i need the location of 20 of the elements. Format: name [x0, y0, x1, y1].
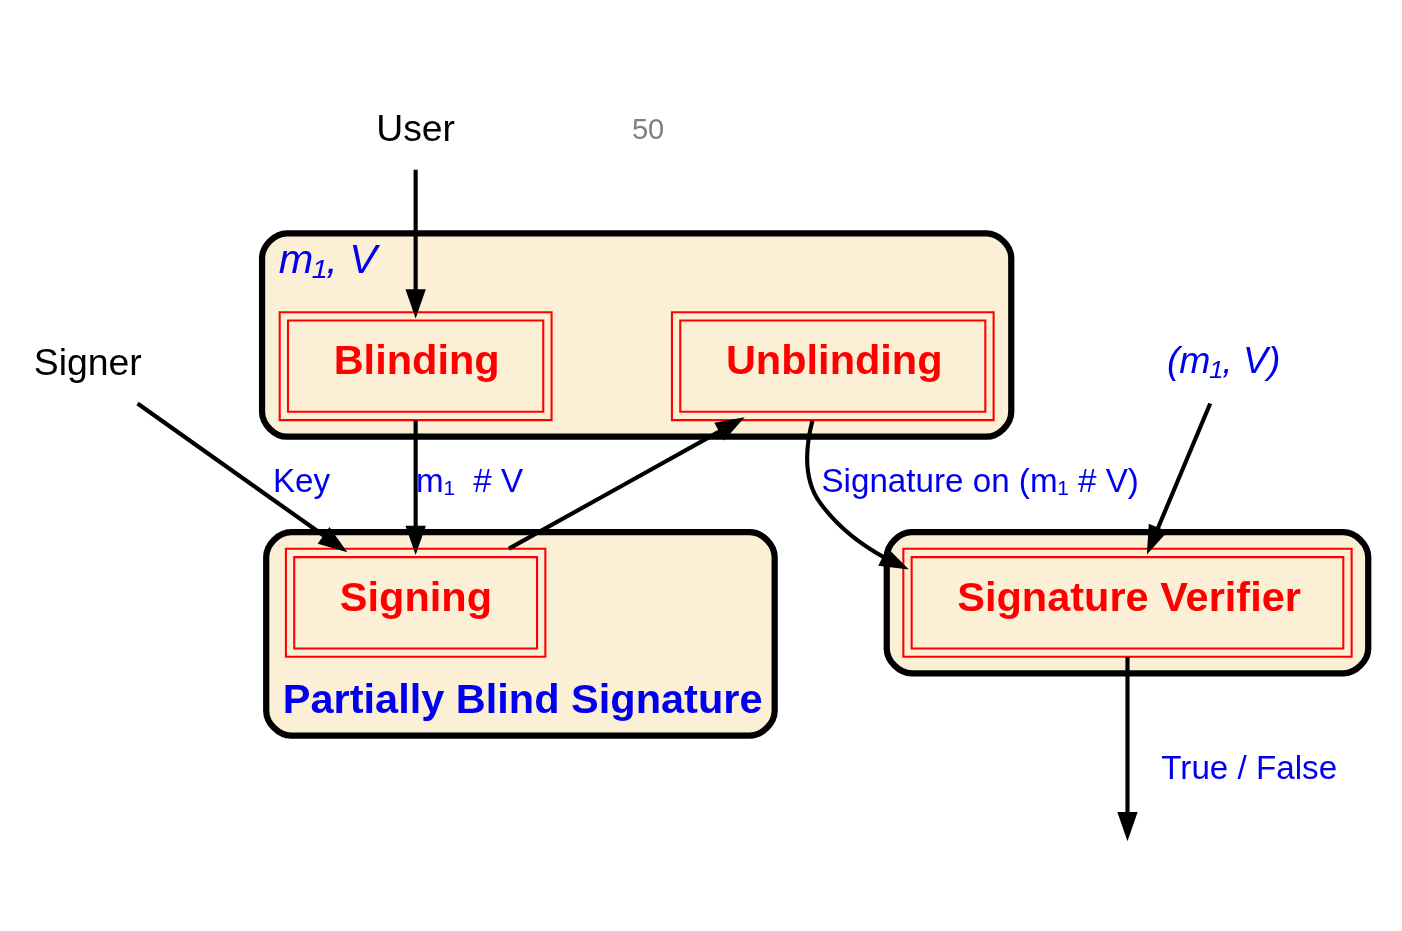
node-text: User: [376, 106, 456, 149]
cluster: [883, 529, 1372, 677]
edge-label: Key: [272, 462, 331, 500]
arrow: [805, 420, 909, 570]
edge-label: True / False: [1161, 748, 1338, 786]
node-box: Blinding: [278, 311, 553, 422]
arrow: [405, 169, 426, 319]
arrow: [405, 420, 426, 555]
node-text: (m₁, V): [1166, 339, 1281, 382]
node-box: Signing: [284, 547, 547, 658]
arrow: [136, 401, 348, 553]
edge-label: Signature on (m₁ # V): [821, 462, 1139, 500]
arrow: [507, 417, 745, 551]
arrow: [1146, 402, 1213, 555]
node-box: Signature Verifier: [902, 547, 1353, 658]
arrow: [1117, 657, 1138, 842]
edge-label: m₁ # V: [416, 462, 524, 500]
node-text: Signer: [33, 341, 142, 384]
node-box: Unblinding: [670, 311, 995, 422]
label: 50: [631, 113, 665, 146]
